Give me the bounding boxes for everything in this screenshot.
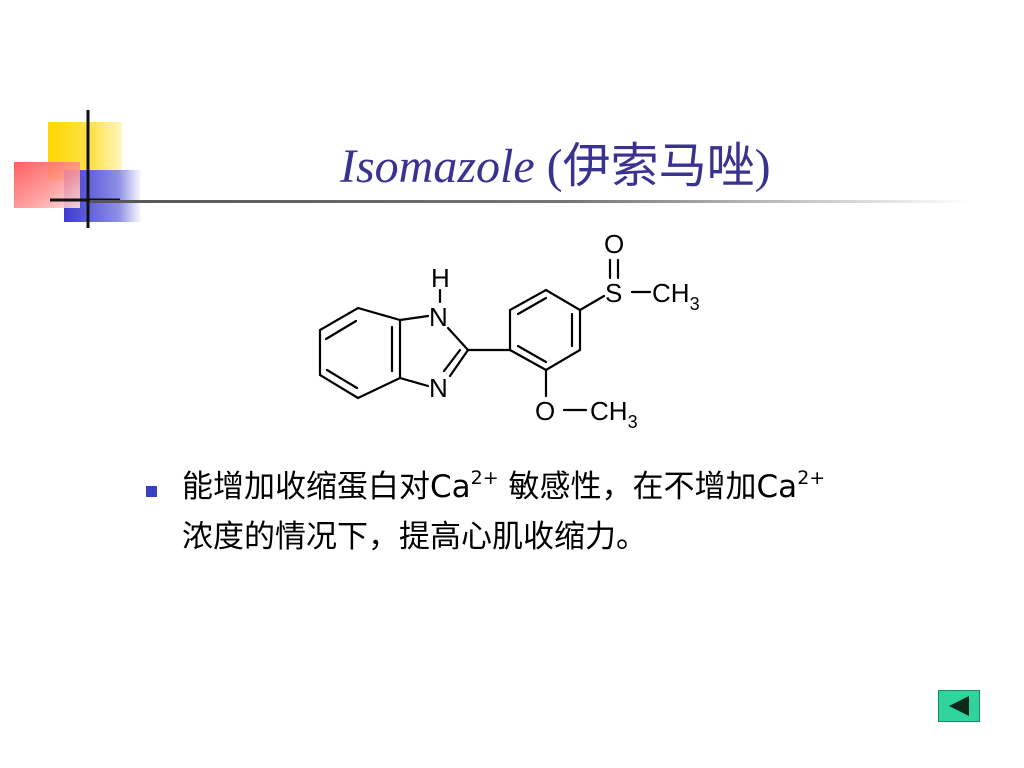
chemical-structure: H N N O S CH3 O CH3 xyxy=(318,229,700,432)
calcium-charge: 2+ xyxy=(470,467,499,489)
atom-n-bottom: N xyxy=(429,373,448,403)
atom-h: H xyxy=(431,263,450,293)
imidazole-bond xyxy=(398,376,430,388)
bullet-text: 能增加收缩蛋白对Ca2+ 敏感性，在不增加Ca2+浓度的情况下，提高心肌收缩力。 xyxy=(182,467,826,556)
imidazole-bond xyxy=(448,348,470,378)
bullet-marker xyxy=(146,486,157,497)
atom-n-top: N xyxy=(429,302,448,332)
c-s-bond xyxy=(578,294,606,312)
benzo-ring-bond xyxy=(318,306,402,400)
calcium-label: Ca xyxy=(430,469,471,505)
slide-title: Isomazole (伊索马唑) xyxy=(340,126,771,196)
atom-o-methoxy: O xyxy=(535,396,555,426)
methyl-top: CH3 xyxy=(652,278,700,314)
imidazole-bond xyxy=(446,326,470,352)
methyl-bottom: CH3 xyxy=(590,396,638,432)
triangle-left-icon xyxy=(949,696,969,716)
imidazole-bond xyxy=(398,314,430,322)
phenyl-double-bond xyxy=(516,296,548,316)
atom-s: S xyxy=(605,278,622,308)
imidazole-double-bond xyxy=(442,348,462,373)
title-chinese: (伊索马唑) xyxy=(534,140,771,193)
benzo-double-bond xyxy=(325,368,359,390)
calcium-label: Ca xyxy=(756,469,798,505)
calcium-charge: 2+ xyxy=(797,467,826,489)
atom-o-sulfinyl: O xyxy=(604,229,624,259)
phenyl-ring-bond xyxy=(508,288,582,372)
corner-decoration xyxy=(14,110,142,228)
title-divider xyxy=(90,200,970,203)
benzo-double-bond xyxy=(324,319,358,341)
phenyl-double-bond xyxy=(516,344,548,364)
title-english: Isomazole xyxy=(340,140,535,193)
back-button[interactable] xyxy=(938,690,980,722)
